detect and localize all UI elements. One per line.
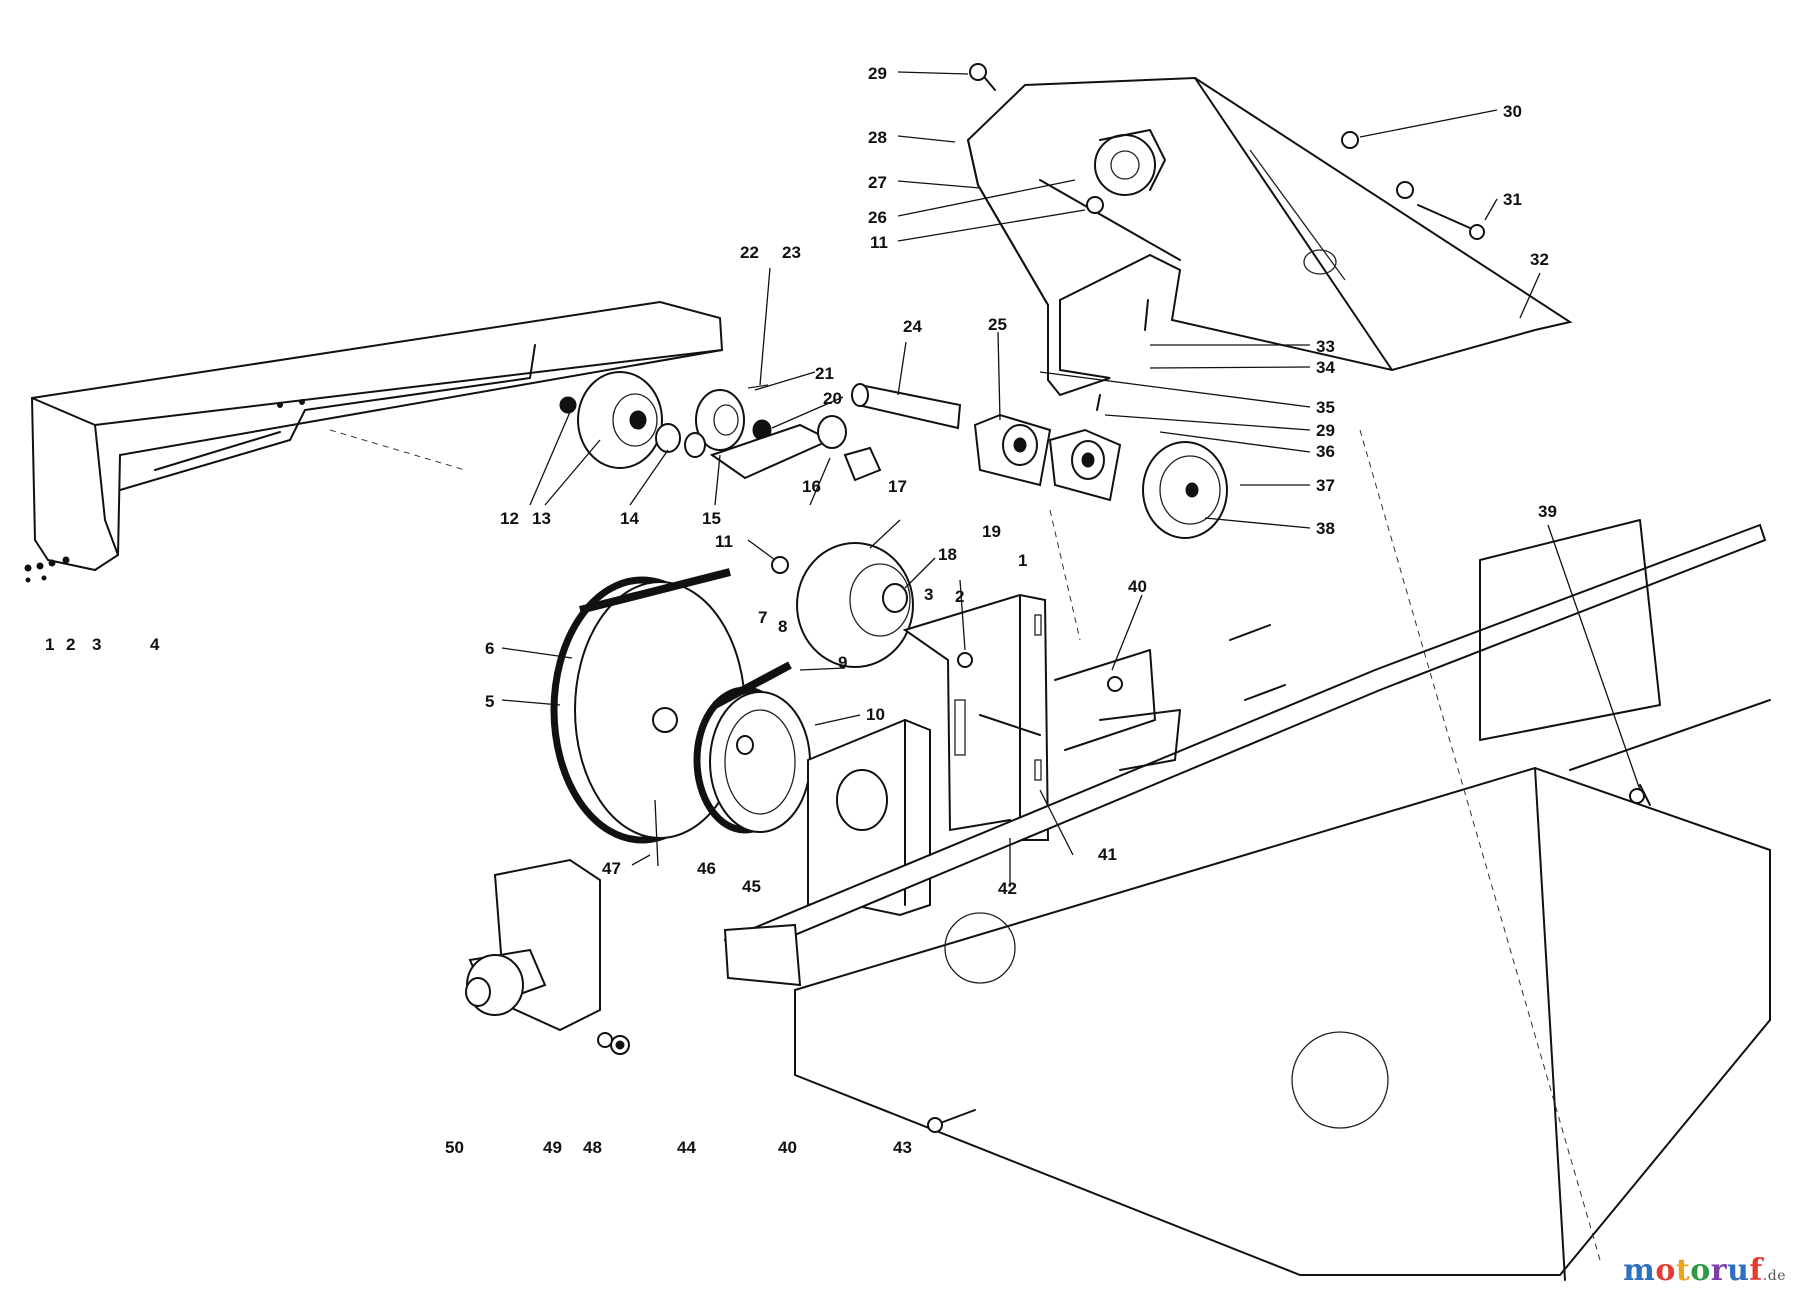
callout-3-bracket: 3 [924,585,933,604]
callout-43: 43 [893,1138,912,1157]
shaft-and-bearings [851,383,1228,539]
callout-38: 38 [1316,519,1335,538]
watermark-logo: motoruf.de [1623,1253,1786,1288]
callout-1-bottom: 1 [45,635,54,654]
callout-14: 14 [620,509,639,528]
callout-16: 16 [802,477,821,496]
callout-21: 21 [815,364,834,383]
callout-45: 45 [742,877,761,896]
callout-32: 32 [1530,250,1549,269]
callout-10: 10 [866,705,885,724]
callout-50: 50 [445,1138,464,1157]
callout-29-mid: 29 [1316,421,1335,440]
callout-2-bottom: 2 [66,635,75,654]
gearbox-assembly [465,858,630,1055]
callout-23: 23 [782,243,801,262]
callout-8: 8 [778,617,787,636]
callout-28: 28 [868,128,887,147]
callout-24: 24 [903,317,922,336]
upper-guard-plate [966,76,1573,397]
callout-39: 39 [1538,502,1557,521]
callout-12: 12 [500,509,519,528]
callout-31: 31 [1503,190,1522,209]
callout-48: 48 [583,1138,602,1157]
callout-42: 42 [998,879,1017,898]
callout-2-bracket: 2 [955,587,964,606]
callout-37: 37 [1316,476,1335,495]
callout-11-top: 11 [870,233,888,252]
callout-26: 26 [868,208,887,227]
callout-44: 44 [677,1138,696,1157]
callout-15: 15 [702,509,721,528]
callout-11-mid: 11 [715,532,733,551]
callout-41: 41 [1098,845,1117,864]
belt-guard-cover [30,300,724,572]
callout-9: 9 [838,653,847,672]
callout-7: 7 [758,608,767,627]
callout-22: 22 [740,243,759,262]
callout-40-bottom: 40 [778,1138,797,1157]
lower-rail-assembly [723,523,1767,987]
callout-18: 18 [938,545,957,564]
pulley-bearing-cluster [559,371,882,482]
callout-34: 34 [1316,358,1335,377]
callout-27: 27 [868,173,887,192]
callout-4: 4 [150,635,160,654]
leader-lines [501,71,1641,887]
small-fasteners-1-2-3 [24,556,70,583]
callout-numbers: 29 30 28 27 26 11 31 32 22 23 24 25 21 2… [45,64,1557,1157]
callout-1-bracket: 1 [1018,551,1027,570]
main-housing [329,429,1771,1281]
callout-20: 20 [823,389,842,408]
callout-47: 47 [602,859,621,878]
callout-5: 5 [485,692,494,711]
callout-19: 19 [982,522,1001,541]
drive-pulleys-and-belts [550,542,914,844]
callout-29-top: 29 [868,64,887,83]
callout-3-bottom: 3 [92,635,101,654]
callout-25: 25 [988,315,1007,334]
watermark-brand-letters: motoruf [1623,1253,1763,1288]
callout-46: 46 [697,859,716,878]
callout-33: 33 [1316,337,1335,356]
callout-13: 13 [532,509,551,528]
watermark-tld: .de [1762,1268,1786,1284]
callout-36: 36 [1316,442,1335,461]
callout-49: 49 [543,1138,562,1157]
callout-30: 30 [1503,102,1522,121]
callout-40-upper: 40 [1128,577,1147,596]
callout-35: 35 [1316,398,1335,417]
callout-6: 6 [485,639,494,658]
callout-17: 17 [888,477,907,496]
bolts [771,63,1651,1133]
